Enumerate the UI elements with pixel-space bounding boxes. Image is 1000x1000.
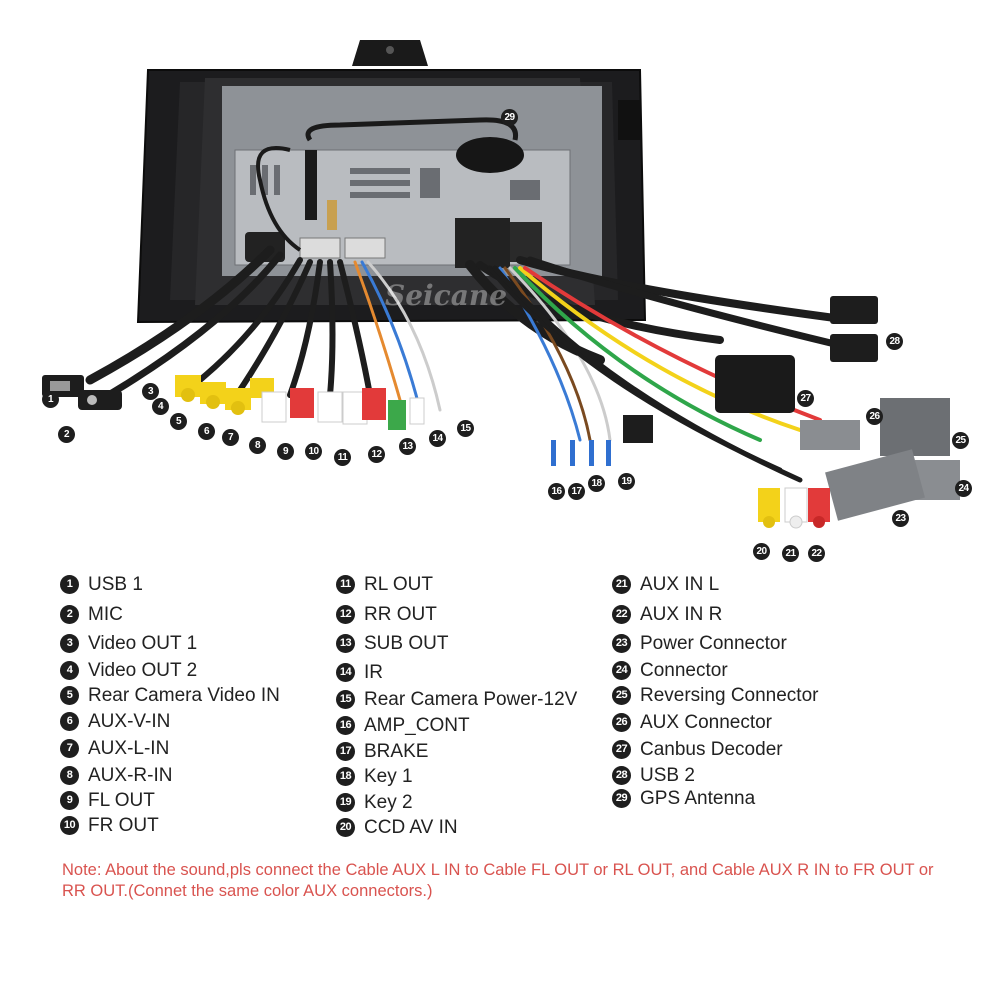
callout-11: 11 — [334, 449, 351, 466]
legend-number: 26 — [612, 713, 631, 732]
callout-18: 18 — [588, 475, 605, 492]
legend-number: 15 — [336, 690, 355, 709]
callout-9: 9 — [277, 443, 294, 460]
legend-number: 23 — [612, 634, 631, 653]
callout-23: 23 — [892, 510, 909, 527]
legend-number: 21 — [612, 575, 631, 594]
legend-number: 3 — [60, 634, 79, 653]
note-text: Note: About the sound,pls connect the Ca… — [62, 861, 934, 900]
legend-label: AUX-R-IN — [88, 765, 173, 786]
legend-number: 5 — [60, 686, 79, 705]
legend-label: Video OUT 1 — [88, 633, 198, 654]
callout-16: 16 — [548, 483, 565, 500]
legend-label: FL OUT — [88, 790, 155, 811]
callout-25: 25 — [952, 432, 969, 449]
legend-label: AUX IN R — [640, 604, 723, 625]
callout-2: 2 — [58, 426, 75, 443]
legend-number: 22 — [612, 605, 631, 624]
legend-number: 18 — [336, 767, 355, 786]
legend-label: AUX IN L — [640, 574, 720, 595]
callout-19: 19 — [618, 473, 635, 490]
legend-label: SUB OUT — [364, 633, 449, 654]
legend-label: Rear Camera Video IN — [88, 685, 280, 706]
legend-number: 24 — [612, 661, 631, 680]
legend-number: 2 — [60, 605, 79, 624]
legend-number: 7 — [60, 739, 79, 758]
callout-21: 21 — [782, 545, 799, 562]
legend-number: 13 — [336, 634, 355, 653]
legend-label: AUX-V-IN — [88, 711, 171, 732]
legend-label: Canbus Decoder — [640, 739, 783, 760]
legend-label: MIC — [88, 604, 123, 625]
callout-5: 5 — [170, 413, 187, 430]
callout-1: 1 — [42, 391, 59, 408]
brand-watermark: Seicane — [385, 279, 507, 312]
legend-label: AUX-L-IN — [88, 738, 170, 759]
legend-label: USB 1 — [88, 574, 143, 595]
legend-number: 17 — [336, 742, 355, 761]
power-connector-shape — [825, 449, 925, 521]
callout-17: 17 — [568, 483, 585, 500]
legend-number: 27 — [612, 740, 631, 759]
legend-number: 6 — [60, 712, 79, 731]
legend-number: 14 — [336, 663, 355, 682]
legend-number: 20 — [336, 818, 355, 837]
legend-number: 9 — [60, 791, 79, 810]
callout-28: 28 — [886, 333, 903, 350]
callout-4: 4 — [152, 398, 169, 415]
legend-number: 4 — [60, 661, 79, 680]
legend-label: RR OUT — [364, 604, 437, 625]
callout-22: 22 — [808, 545, 825, 562]
legend-label: Connector — [640, 660, 728, 681]
legend-number: 10 — [60, 816, 79, 835]
callout-15: 15 — [457, 420, 474, 437]
callout-14: 14 — [429, 430, 446, 447]
callout-13: 13 — [399, 438, 416, 455]
callout-7: 7 — [222, 429, 239, 446]
legend-number: 25 — [612, 686, 631, 705]
callout-3: 3 — [142, 383, 159, 400]
legend-label: FR OUT — [88, 815, 159, 836]
wiring-diagram: Seicane — [42, 40, 960, 529]
callout-27: 27 — [797, 390, 814, 407]
legend-label: Reversing Connector — [640, 685, 819, 706]
legend-label: GPS Antenna — [640, 788, 756, 809]
callout-6: 6 — [198, 423, 215, 440]
legend-label: BRAKE — [364, 741, 429, 762]
callout-10: 10 — [305, 443, 322, 460]
callout-29: 29 — [501, 109, 518, 126]
legend-number: 12 — [336, 605, 355, 624]
legend-label: IR — [364, 662, 383, 683]
legend-number: 1 — [60, 575, 79, 594]
legend-number: 19 — [336, 793, 355, 812]
legend-label: Power Connector — [640, 633, 787, 654]
gps-antenna — [456, 137, 524, 173]
legend-label: AMP_CONT — [364, 715, 470, 736]
callout-12: 12 — [368, 446, 385, 463]
legend-number: 8 — [60, 766, 79, 785]
legend-label: USB 2 — [640, 765, 695, 786]
legend-label: AUX Connector — [640, 712, 773, 733]
legend-label: Rear Camera Power-12V — [364, 689, 578, 710]
legend-number: 16 — [336, 716, 355, 735]
legend-number: 28 — [612, 766, 631, 785]
callout-24: 24 — [955, 480, 972, 497]
legend-number: 11 — [336, 575, 355, 594]
callout-8: 8 — [249, 437, 266, 454]
legend-label: Video OUT 2 — [88, 660, 198, 681]
legend-label: RL OUT — [364, 574, 433, 595]
legend-number: 29 — [612, 789, 631, 808]
legend-label: Key 2 — [364, 792, 413, 813]
callout-20: 20 — [753, 543, 770, 560]
legend-label: CCD AV IN — [364, 817, 458, 838]
canbus-decoder — [715, 355, 795, 413]
callout-26: 26 — [866, 408, 883, 425]
legend-label: Key 1 — [364, 766, 413, 787]
